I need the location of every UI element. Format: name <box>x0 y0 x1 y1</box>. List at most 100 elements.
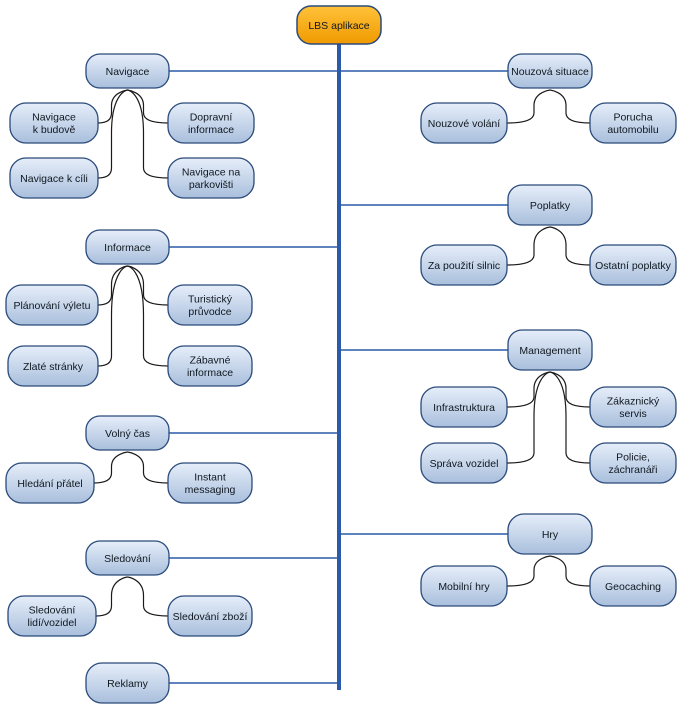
node-shape <box>507 329 593 371</box>
node-label: Navigace na <box>182 167 241 179</box>
node-geocaching: Geocaching <box>589 565 677 607</box>
connector-hry-geocaching <box>549 555 591 587</box>
node-shape <box>167 595 253 637</box>
node-label: Management <box>519 345 580 357</box>
node-label: Nouzové volání <box>428 118 500 130</box>
node-shape <box>5 284 99 326</box>
node-label: Zábavné <box>190 355 231 367</box>
node-label: informace <box>187 367 233 379</box>
connector-management-infrastruktura <box>506 371 551 408</box>
node-label: k budově <box>33 124 76 136</box>
node-planovani-vyletu: Plánování výletu <box>5 284 99 326</box>
connector-management-sprava-vozidel <box>506 371 551 464</box>
node-nouzova-situace: Nouzová situace <box>507 53 593 89</box>
node-label: Navigace k cíli <box>20 173 88 185</box>
node-shape <box>507 53 593 89</box>
node-label: Sledování zboží <box>173 611 248 623</box>
connector-hry-mobilni-hry <box>506 555 551 587</box>
connector-nouzova-situace-porucha-automobilu <box>549 89 591 124</box>
node-sledovani-zbozi: Sledování zboží <box>167 595 253 637</box>
node-shape <box>85 540 170 576</box>
node-shape <box>167 284 253 326</box>
node-label: informace <box>188 124 234 136</box>
node-informace: Informace <box>85 229 170 265</box>
node-shape <box>9 102 99 144</box>
node-label: Za použití silnic <box>428 260 500 272</box>
node-shape <box>420 244 508 286</box>
node-label: Sledování <box>29 605 76 617</box>
node-label: Porucha <box>613 112 652 124</box>
node-policie-zachranari: Policie,záchranáři <box>589 442 677 484</box>
node-hry: Hry <box>507 513 593 555</box>
node-management: Management <box>507 329 593 371</box>
node-shape <box>420 565 508 607</box>
connector-sledovani-sledovani-zbozi <box>127 576 169 617</box>
node-label: Nouzová situace <box>511 66 589 78</box>
connector-poplatky-ostatni-poplatky <box>549 226 591 266</box>
node-label: Ostatní poplatky <box>595 260 672 272</box>
node-label: Hry <box>542 529 559 541</box>
connector-volny-cas-instant-messaging <box>127 451 169 484</box>
node-shape <box>5 462 95 504</box>
node-shape <box>167 102 255 144</box>
node-ostatni-poplatky: Ostatní poplatky <box>589 244 677 286</box>
node-za-pouziti-silnic: Za použití silnic <box>420 244 508 286</box>
node-shape <box>85 229 170 265</box>
node-zlate-stranky: Zlaté stránky <box>7 345 99 387</box>
node-label: Správa vozidel <box>430 458 499 470</box>
connector-navigace-navigace-na-parkovisti <box>127 89 169 179</box>
node-label: Plánování výletu <box>13 300 90 312</box>
node-shape <box>420 102 508 144</box>
connector-poplatky-za-pouziti-silnic <box>506 226 551 266</box>
node-shape <box>420 386 508 428</box>
node-label: Turistický <box>188 294 233 306</box>
node-label: Instant <box>194 472 226 484</box>
node-nouzove-volani: Nouzové volání <box>420 102 508 144</box>
node-label: Dopravní <box>190 112 233 124</box>
node-navigace: Navigace <box>85 53 170 89</box>
node-hledani-pratel: Hledání přátel <box>5 462 95 504</box>
node-root: LBS aplikace <box>296 5 382 45</box>
node-label: Reklamy <box>107 678 149 690</box>
connector-nouzova-situace-nouzove-volani <box>506 89 551 124</box>
node-shape <box>296 5 382 45</box>
node-label: Poplatky <box>530 200 571 212</box>
node-shape <box>167 462 253 504</box>
node-shape <box>589 386 677 428</box>
node-label: automobilu <box>607 124 659 136</box>
connector-navigace-navigace-k-cili <box>97 89 128 179</box>
node-label: messaging <box>185 484 236 496</box>
node-label: Informace <box>104 242 151 254</box>
connector-management-zakaznicky-servis <box>549 371 591 408</box>
node-label: Hledání přátel <box>17 478 82 490</box>
node-shape <box>9 157 99 199</box>
node-poplatky: Poplatky <box>507 184 593 226</box>
node-label: Navigace <box>106 66 150 78</box>
node-label: Mobilní hry <box>438 581 490 593</box>
node-shape <box>507 184 593 226</box>
node-label: Policie, <box>616 452 650 464</box>
node-shape <box>85 662 170 704</box>
node-shape <box>85 415 170 451</box>
node-shape <box>85 53 170 89</box>
node-label: průvodce <box>188 306 231 318</box>
node-mobilni-hry: Mobilní hry <box>420 565 508 607</box>
node-shape <box>589 442 677 484</box>
node-label: Navigace <box>32 112 76 124</box>
node-label: lidí/vozidel <box>27 617 76 629</box>
node-label: Zákaznický <box>607 396 660 408</box>
node-label: LBS aplikace <box>308 20 369 32</box>
node-shape <box>507 513 593 555</box>
connector-informace-zabavne-informace <box>127 265 169 367</box>
node-shape <box>7 345 99 387</box>
node-label: záchranáři <box>608 464 657 476</box>
node-label: Infrastruktura <box>433 402 495 414</box>
node-volny-cas: Volný čas <box>85 415 170 451</box>
